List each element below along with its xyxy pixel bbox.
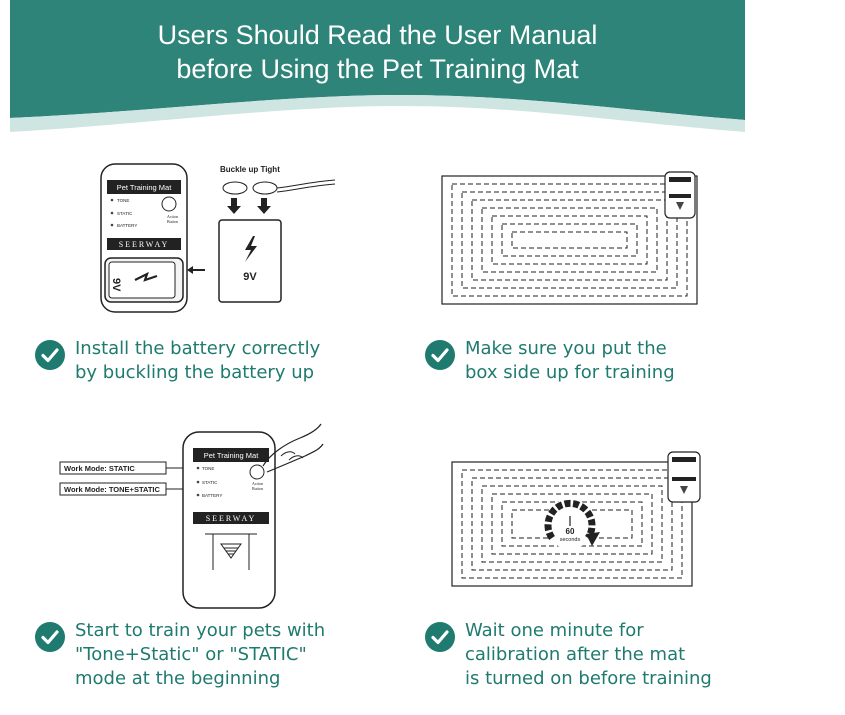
checkmark-icon	[425, 622, 455, 652]
svg-text:BATTERY: BATTERY	[202, 493, 222, 498]
device-title: Pet Training Mat	[117, 183, 173, 192]
svg-text:STATIC: STATIC	[117, 211, 133, 216]
banner-background	[10, 0, 745, 132]
header-banner: Users Should Read the User Manual before…	[0, 0, 755, 135]
banner-title: Users Should Read the User Manual before…	[0, 18, 755, 86]
caption-line: "Tone+Static" or "STATIC"	[75, 644, 307, 665]
svg-text:Action: Action	[167, 214, 178, 219]
svg-text:TONE: TONE	[117, 198, 129, 203]
caption-line: mode at the beginning	[75, 668, 281, 689]
caption-line: by buckling the battery up	[75, 362, 315, 383]
timer-value: 60	[566, 527, 575, 536]
caption-line: Install the battery correctly	[75, 338, 321, 359]
timer-unit: seconds	[560, 537, 581, 543]
banner-title-line1: Users Should Read the User Manual	[157, 20, 598, 50]
checkmark-icon	[425, 340, 455, 370]
svg-text:Button: Button	[252, 486, 263, 491]
battery-label: 9V	[243, 271, 257, 283]
svg-text:TONE: TONE	[202, 466, 214, 471]
caption-box-side-up: Make sure you put the box side up for tr…	[425, 337, 675, 385]
caption-install-battery: Install the battery correctly by bucklin…	[35, 337, 320, 385]
calibration-illustration: 60 seconds	[450, 450, 715, 590]
svg-text:BATTERY: BATTERY	[117, 223, 137, 228]
work-mode-illustration: Work Mode: STATIC Work Mode: TONE+STATIC…	[55, 410, 325, 610]
banner-title-line2: before Using the Pet Training Mat	[176, 54, 579, 84]
caption-wait-calibration: Wait one minute for calibration after th…	[425, 619, 712, 691]
caption-line: Start to train your pets with	[75, 620, 326, 641]
svg-text:Pet Training Mat: Pet Training Mat	[204, 451, 260, 460]
mat-box-up-illustration	[440, 170, 710, 310]
caption-start-training: Start to train your pets with "Tone+Stat…	[35, 619, 325, 691]
caption-line: box side up for training	[465, 362, 675, 383]
svg-text:Button: Button	[167, 219, 178, 224]
brand-label: SEERWAY	[119, 240, 170, 249]
svg-text:9V: 9V	[110, 278, 122, 292]
svg-text:STATIC: STATIC	[202, 480, 218, 485]
battery-install-illustration: Pet Training Mat TONE STATIC BATTERY Act…	[95, 158, 345, 318]
buckle-label: Buckle up Tight	[220, 165, 280, 174]
svg-text:Action: Action	[252, 481, 263, 486]
work-mode-static-label: Work Mode: STATIC	[64, 464, 135, 473]
work-mode-tone-static-label: Work Mode: TONE+STATIC	[64, 485, 160, 494]
svg-text:SEERWAY: SEERWAY	[206, 514, 257, 523]
caption-line: calibration after the mat	[465, 644, 686, 665]
checkmark-icon	[35, 622, 65, 652]
checkmark-icon	[35, 340, 65, 370]
caption-line: Make sure you put the	[465, 338, 667, 359]
caption-line: Wait one minute for	[465, 620, 644, 641]
caption-line: is turned on before training	[465, 668, 712, 689]
